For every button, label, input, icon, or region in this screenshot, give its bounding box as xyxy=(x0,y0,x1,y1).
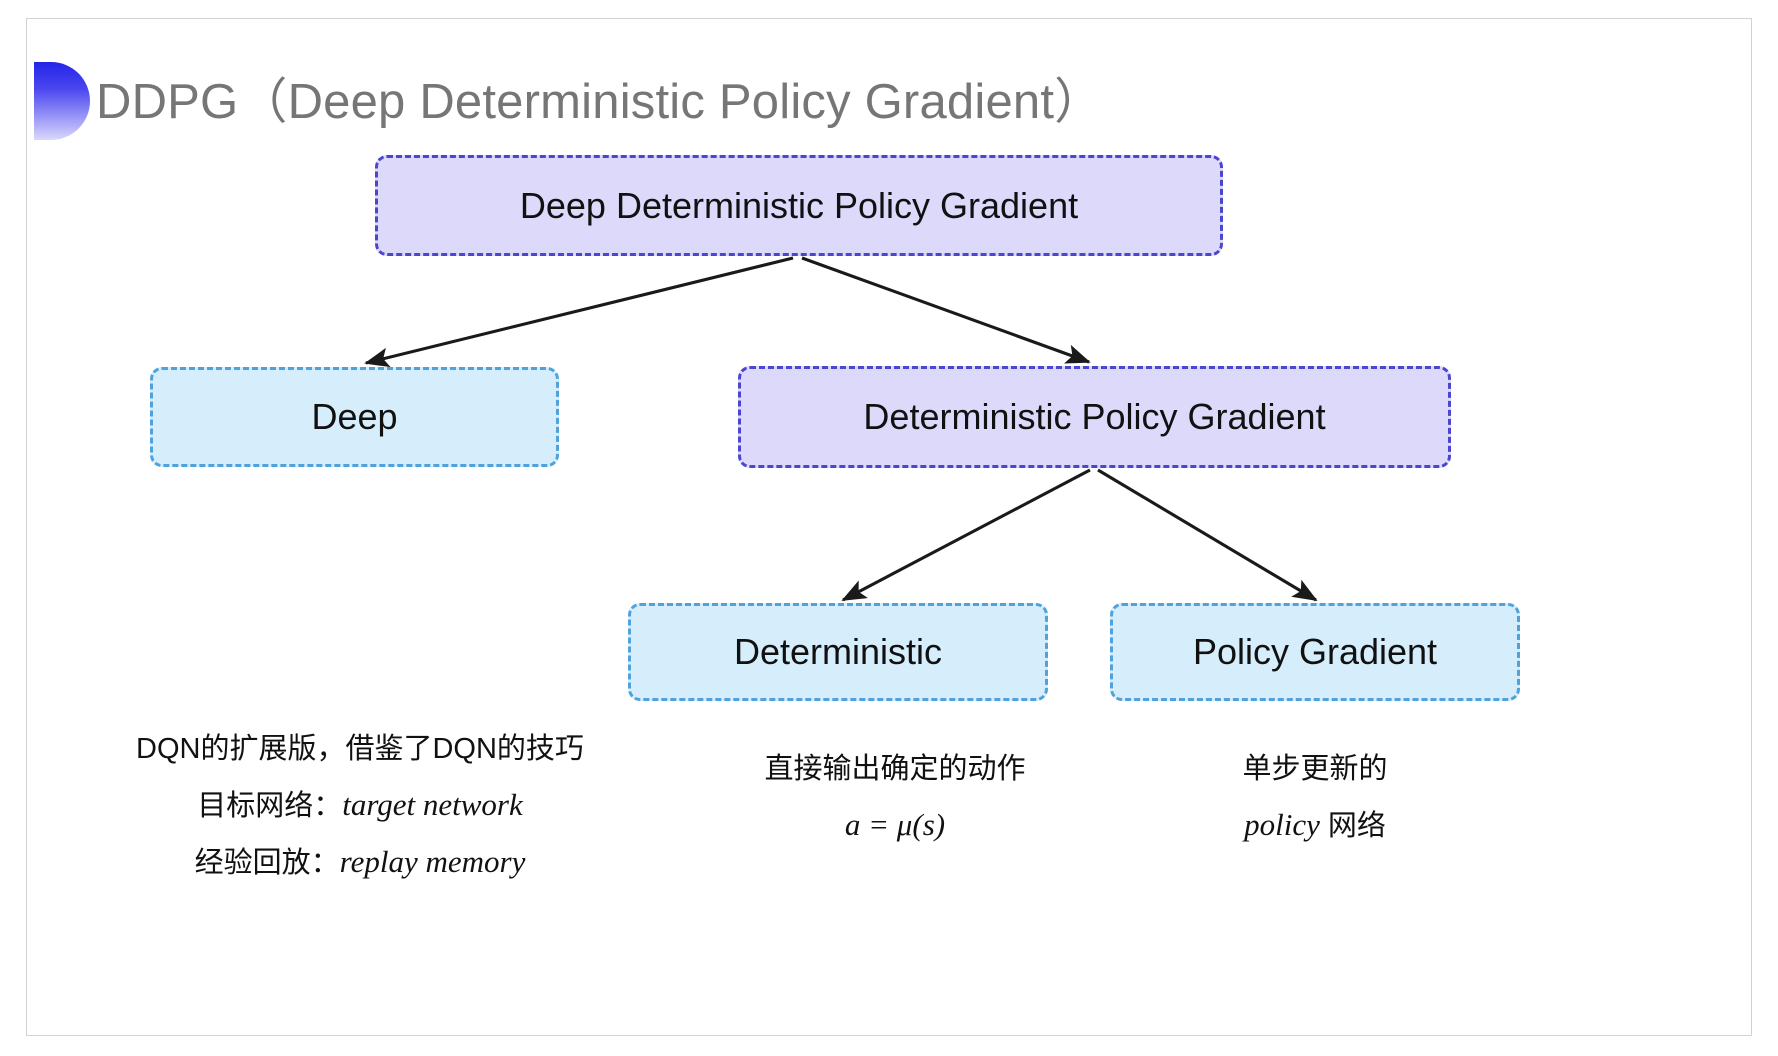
node-policy-gradient[interactable]: Policy Gradient xyxy=(1110,603,1520,701)
annotation-line-en: policy xyxy=(1244,807,1320,842)
title-decoration-semicircle-icon xyxy=(34,62,90,140)
annotation-deterministic: 直接输出确定的动作 a = μ(s) xyxy=(700,742,1090,852)
node-deterministic[interactable]: Deterministic xyxy=(628,603,1048,701)
annotation-line: policy 网络 xyxy=(1160,797,1470,854)
edge-root-to-dpg xyxy=(801,256,1091,364)
annotation-line-en: replay memory xyxy=(339,844,526,879)
annotation-line: 目标网络：target network xyxy=(130,777,590,834)
annotation-line-cn: 目标网络： xyxy=(197,790,343,822)
node-label: Policy Gradient xyxy=(1192,631,1438,672)
annotation-formula: a = μ(s) xyxy=(844,807,946,842)
annotation-policy-gradient: 单步更新的 policy 网络 xyxy=(1160,742,1470,854)
node-deterministic-policy-gradient[interactable]: Deterministic Policy Gradient xyxy=(738,366,1451,468)
annotation-line-cn: 经验回放： xyxy=(194,847,340,879)
annotation-line: 单步更新的 xyxy=(1242,753,1388,785)
node-label: Deterministic xyxy=(733,631,943,672)
edge-root-to-deep xyxy=(364,256,794,368)
annotation-line-cn: 网络 xyxy=(1319,810,1386,842)
node-deep[interactable]: Deep xyxy=(150,367,559,467)
annotation-line: DQN的扩展版，借鉴了DQN的技巧 xyxy=(136,733,584,765)
node-label: Deterministic Policy Gradient xyxy=(863,396,1326,437)
edge-dpg-to-policygradient xyxy=(1097,468,1318,602)
node-deep-deterministic-policy-gradient[interactable]: Deep Deterministic Policy Gradient xyxy=(375,155,1223,256)
node-label: Deep Deterministic Policy Gradient xyxy=(519,184,1079,226)
page-title: DDPG（Deep Deterministic Policy Gradient） xyxy=(96,75,1104,129)
annotation-line: 经验回放：replay memory xyxy=(130,834,590,891)
annotation-deep: DQN的扩展版，借鉴了DQN的技巧 目标网络：target network 经验… xyxy=(130,722,590,891)
annotation-line: 直接输出确定的动作 xyxy=(764,753,1026,785)
node-label: Deep xyxy=(311,396,398,437)
edge-dpg-to-deterministic xyxy=(841,468,1091,602)
annotation-line-en: target network xyxy=(342,787,523,822)
